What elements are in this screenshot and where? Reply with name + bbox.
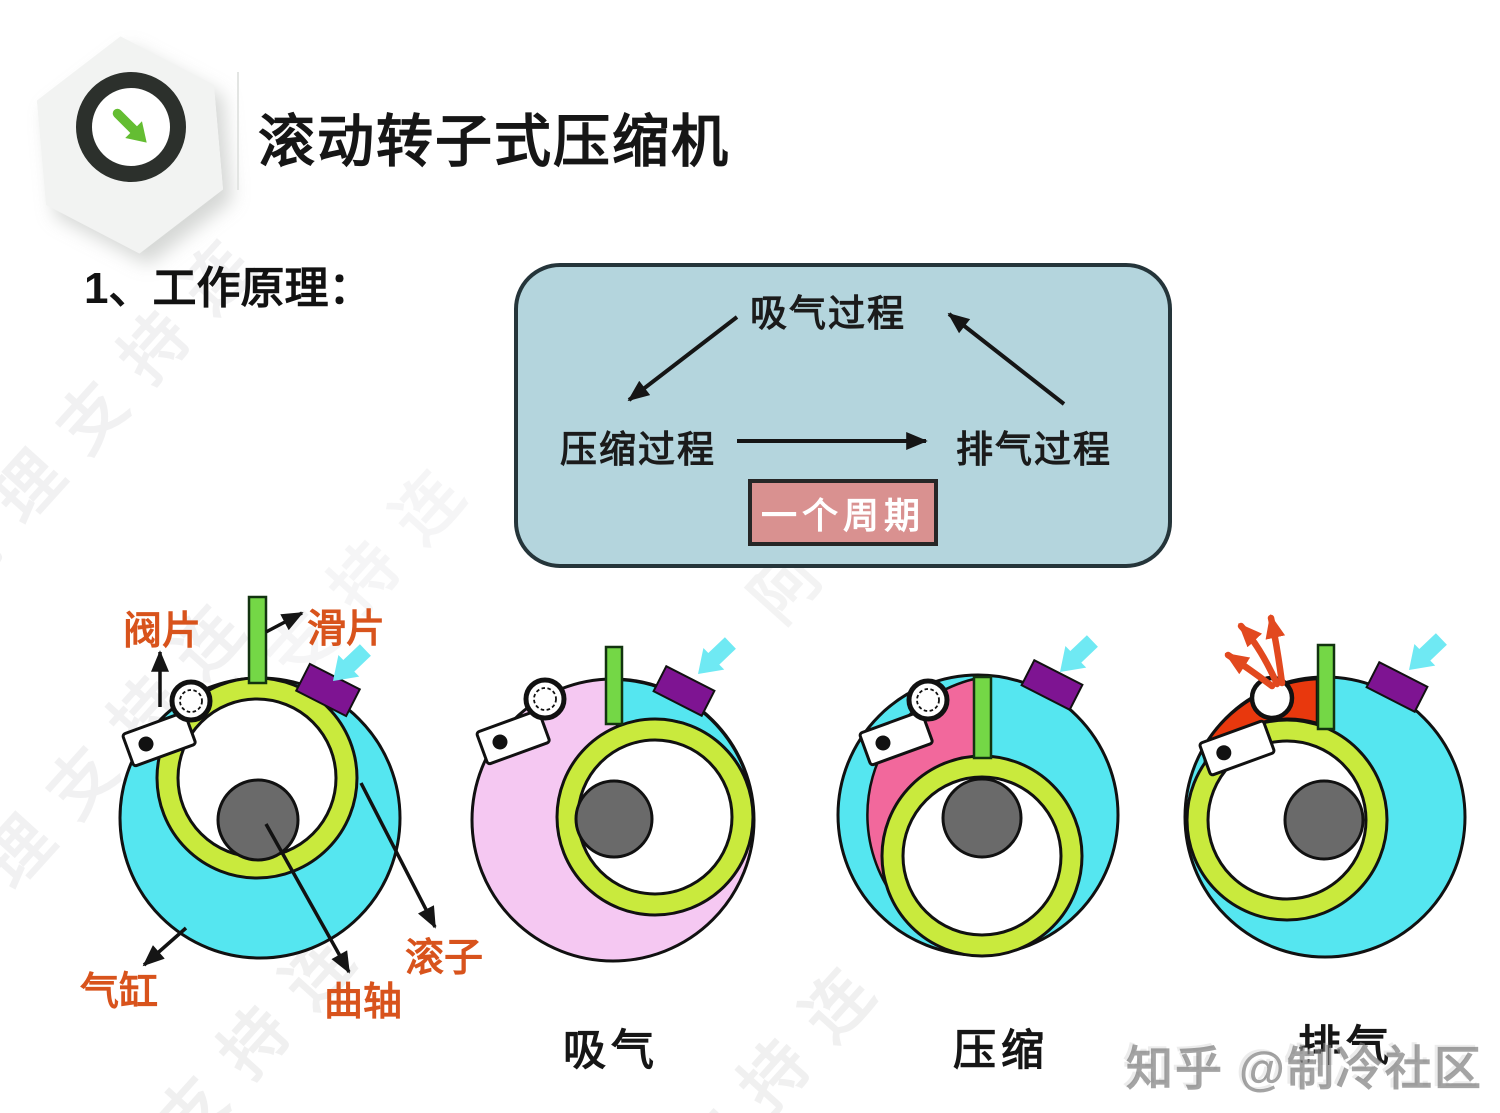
crankshaft: [1283, 779, 1365, 861]
title-divider: [237, 72, 239, 190]
part-label-vane: 滑片: [307, 608, 386, 651]
cycle-label-box: 一个周期: [748, 479, 938, 546]
cycle-label: 一个周期: [760, 494, 925, 536]
valve-assembly: [476, 680, 564, 764]
valve-assembly-open: [1198, 675, 1295, 777]
crankshaft: [574, 779, 654, 859]
crankshaft: [941, 777, 1023, 859]
cylinder: [118, 676, 402, 960]
roller-ring: [555, 717, 755, 917]
part-label-cylinder: 气缸: [80, 971, 159, 1014]
roller-ring: [155, 676, 359, 880]
crankshaft: [216, 778, 300, 862]
cylinder: [470, 677, 756, 963]
suction-flow-icon: [1060, 635, 1098, 672]
roller-ring: [880, 754, 1084, 958]
part-label-roller: 滚子: [405, 937, 484, 980]
discharge-gas-chamber: [1202, 677, 1319, 767]
sliding-vane: [604, 645, 624, 726]
stage-label-compression: 压缩: [953, 1027, 1049, 1075]
sliding-vane: [1316, 643, 1336, 731]
valve-assembly: [122, 682, 210, 766]
valve-assembly: [859, 681, 947, 765]
suction-flow-icon: [1409, 633, 1447, 670]
discharge-port: [294, 662, 362, 718]
sliding-vane: [247, 595, 268, 685]
rotor-diagram-discharge: [1183, 614, 1467, 959]
discharge-port: [1020, 658, 1084, 712]
cylinder: [1183, 675, 1467, 959]
rotor-diagram-suction: [470, 637, 756, 963]
suction-chamber: [615, 678, 755, 809]
page-title: 滚动转子式压缩机: [258, 110, 730, 174]
circle-ring-icon: [76, 72, 186, 182]
roller-ring: [1185, 718, 1389, 922]
arrow-down-right-icon: [112, 108, 147, 143]
stage-label-suction: 吸气: [563, 1027, 659, 1075]
cylinder: [836, 673, 1120, 957]
annotation-arrows: [142, 611, 437, 974]
stage-label-discharge: 排气: [1298, 1023, 1394, 1071]
watermark-credit: 知乎 @制冷社区: [1126, 1042, 1483, 1095]
discharge-port: [652, 664, 716, 718]
discharge-flow-arrows: [1224, 614, 1286, 690]
flow-node-suction: 吸气过程: [750, 293, 906, 334]
discharge-port: [1365, 660, 1429, 714]
compression-chamber: [866, 677, 992, 956]
part-label-valve: 阀片: [123, 610, 202, 653]
rotor-diagram-compression: [836, 635, 1120, 958]
flow-node-compression: 压缩过程: [560, 429, 716, 470]
section-heading: 1、工作原理：: [84, 264, 373, 313]
sliding-vane: [972, 675, 993, 760]
part-label-crankshaft: 曲轴: [324, 981, 403, 1024]
flow-node-discharge: 排气过程: [956, 429, 1112, 470]
suction-flow-icon: [698, 637, 736, 674]
